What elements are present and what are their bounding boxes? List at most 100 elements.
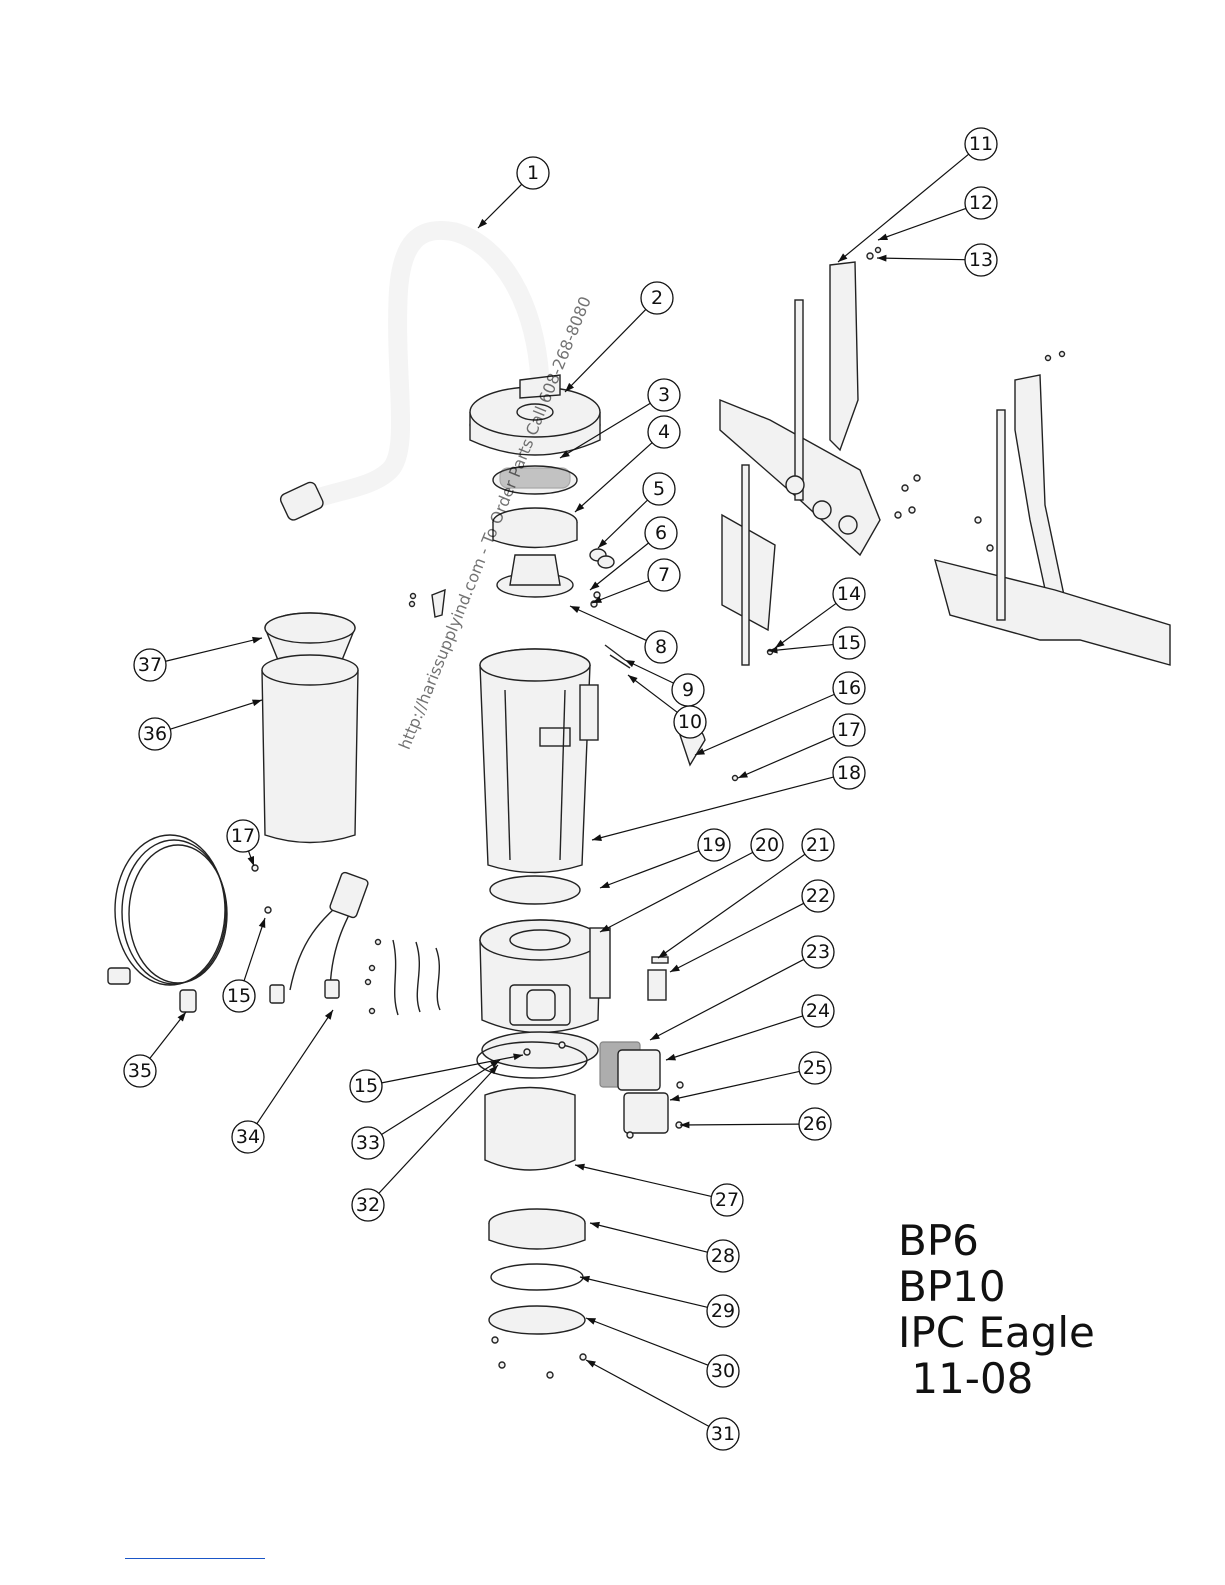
- callout-number: 18: [837, 762, 861, 784]
- callout-number: 15: [837, 632, 861, 654]
- callout-number: 8: [655, 636, 667, 658]
- leader-line: [170, 700, 262, 729]
- callout-number: 7: [658, 564, 670, 586]
- callout-number: 12: [969, 192, 993, 214]
- leader-arrowhead: [586, 1360, 596, 1367]
- callout-23: 23: [650, 936, 834, 1040]
- callout-27: 27: [575, 1164, 743, 1216]
- model-label-bp6: BP6: [898, 1218, 1095, 1264]
- leader-arrowhead: [259, 918, 266, 928]
- bottom-link-underline: [125, 1558, 265, 1559]
- callout-number: 15: [227, 985, 251, 1007]
- callout-number: 2: [651, 287, 663, 309]
- callout-number: 19: [702, 834, 726, 856]
- callout-number: 34: [236, 1126, 260, 1148]
- harness-drawing: [680, 248, 1170, 781]
- leader-line: [670, 903, 804, 972]
- leader-arrowhead: [252, 637, 262, 644]
- leader-line: [590, 1223, 707, 1252]
- callout-number: 20: [755, 834, 779, 856]
- callout-number: 3: [658, 384, 670, 406]
- callout-number: 4: [658, 421, 670, 443]
- leader-arrowhead: [590, 1222, 600, 1229]
- leader-line: [379, 1065, 498, 1193]
- callout-number: 33: [356, 1132, 380, 1154]
- callout-number: 35: [128, 1060, 152, 1082]
- callout-number: 6: [655, 522, 667, 544]
- callout-number: 13: [969, 249, 993, 271]
- callout-number: 15: [354, 1075, 378, 1097]
- leader-arrowhead: [650, 1033, 660, 1040]
- filter-bag-drawing: [262, 613, 358, 843]
- leader-arrowhead: [248, 856, 254, 866]
- callout-8: 8: [570, 606, 677, 663]
- model-label-block: BP6 BP10 IPC Eagle 11-08: [898, 1218, 1095, 1402]
- leader-line: [244, 918, 265, 981]
- leader-arrowhead: [580, 1276, 590, 1283]
- callout-35: 35: [124, 1012, 186, 1087]
- callout-24: 24: [666, 995, 834, 1060]
- leader-line: [838, 154, 969, 262]
- model-label-bp10: BP10: [898, 1264, 1095, 1310]
- leader-line: [877, 258, 965, 260]
- leader-arrowhead: [670, 1095, 680, 1102]
- callout-number: 14: [837, 583, 861, 605]
- callout-number: 5: [653, 478, 665, 500]
- leader-line: [586, 1360, 709, 1426]
- leader-line: [382, 1055, 523, 1083]
- leader-line: [738, 736, 834, 778]
- motor-housing-drawing: [480, 649, 598, 904]
- lower-parts-drawing: [485, 1088, 586, 1379]
- leader-line: [878, 208, 966, 240]
- callout-number: 1: [527, 162, 539, 184]
- leader-arrowhead: [775, 640, 785, 648]
- callout-30: 30: [586, 1318, 739, 1387]
- callout-25: 25: [670, 1052, 831, 1101]
- leader-arrowhead: [592, 834, 602, 841]
- callout-number: 17: [231, 825, 255, 847]
- leader-line: [575, 443, 652, 512]
- leader-arrowhead: [325, 1010, 333, 1020]
- leader-arrowhead: [590, 581, 599, 590]
- lower-housing-drawing: [477, 920, 610, 1078]
- callout-number: 21: [806, 834, 830, 856]
- model-label-ipc-eagle: IPC Eagle: [898, 1310, 1095, 1356]
- callout-36: 36: [139, 700, 262, 750]
- leader-line: [600, 851, 699, 888]
- leader-line: [658, 854, 805, 958]
- callout-number: 16: [837, 677, 861, 699]
- callout-number: 22: [806, 885, 830, 907]
- callout-number: 23: [806, 941, 830, 963]
- leader-arrowhead: [738, 771, 748, 778]
- callout-18: 18: [592, 757, 865, 841]
- callout-28: 28: [590, 1222, 739, 1272]
- leader-line: [600, 852, 753, 932]
- leader-line: [586, 1318, 708, 1365]
- callout-9: 9: [625, 660, 704, 706]
- callout-number: 37: [138, 654, 162, 676]
- exhaust-parts-drawing: [600, 957, 683, 1138]
- leader-arrowhead: [586, 1318, 596, 1325]
- callout-26: 26: [680, 1108, 831, 1140]
- callout-17: 17: [227, 820, 259, 866]
- leader-line: [575, 1165, 711, 1196]
- callout-37: 37: [134, 637, 262, 681]
- callout-13: 13: [877, 244, 997, 276]
- callout-number: 9: [682, 679, 694, 701]
- leader-arrowhead: [878, 234, 888, 240]
- leader-line: [580, 1277, 707, 1307]
- callout-number: 10: [678, 711, 702, 733]
- callout-number: 24: [806, 1000, 830, 1022]
- leader-line: [680, 1124, 799, 1125]
- callout-19: 19: [600, 829, 730, 888]
- callout-number: 31: [711, 1423, 735, 1445]
- leader-line: [666, 1016, 803, 1060]
- callout-number: 17: [837, 719, 861, 741]
- callout-number: 26: [803, 1113, 827, 1135]
- callout-number: 32: [356, 1194, 380, 1216]
- callout-number: 25: [803, 1057, 827, 1079]
- callout-34: 34: [232, 1010, 333, 1153]
- leader-line: [570, 606, 646, 640]
- callout-number: 36: [143, 723, 167, 745]
- leader-arrowhead: [877, 255, 886, 262]
